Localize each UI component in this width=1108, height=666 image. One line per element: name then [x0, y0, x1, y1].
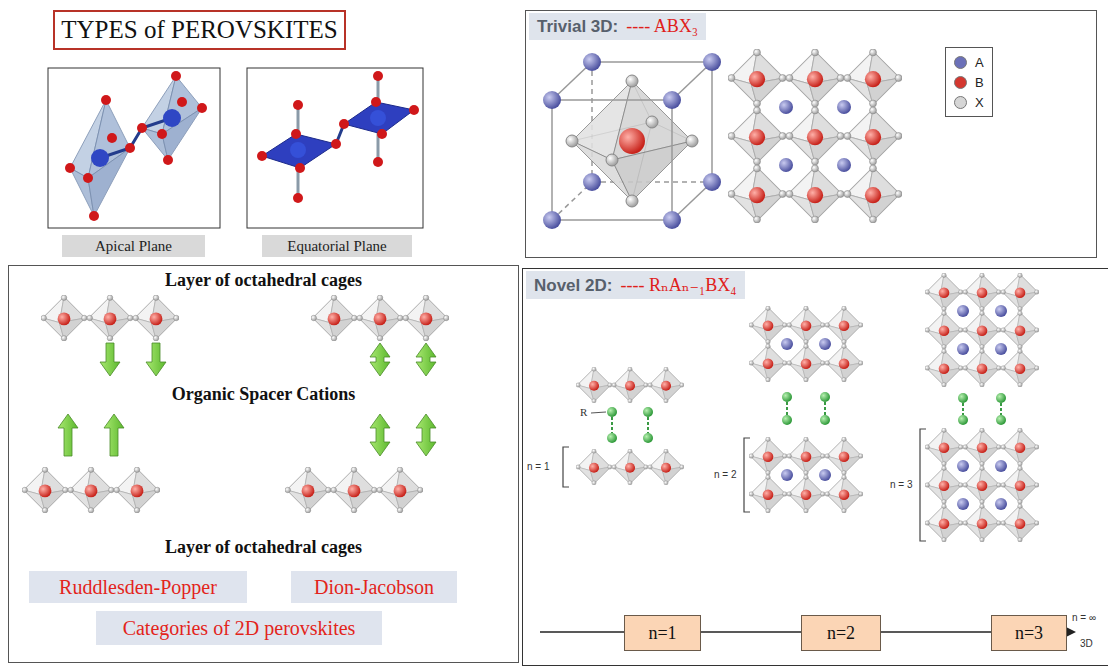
legend-row: B	[954, 72, 984, 92]
box-text: Equatorial Plane	[287, 238, 387, 255]
panel-2d: Novel 2D: ---- RₙAₙ₋₁BX₄ n=1 n=2 n=3	[522, 268, 1108, 666]
layer-caption: Layer of octahedral cages	[9, 270, 518, 291]
box-text: n=2	[827, 623, 855, 644]
legend-swatch	[954, 56, 967, 69]
category-box: Categories of 2D perovskites	[96, 611, 382, 645]
heading-text: Trivial 3D:	[537, 17, 618, 36]
spacer-label: R	[580, 406, 587, 418]
legend-text: X	[975, 95, 984, 110]
legend-row: A	[954, 52, 984, 72]
box-text: n=1	[648, 623, 676, 644]
heading-text: Novel 2D:	[534, 276, 612, 295]
legend-text: B	[975, 75, 984, 90]
legend-row: X	[954, 92, 984, 112]
box-text: Ruddlesden-Popper	[59, 576, 217, 599]
title-box: TYPES of PEROVSKITES	[53, 10, 346, 50]
layer-caption: Layer of octahedral cages	[9, 537, 518, 558]
box-text: Dion-Jacobson	[314, 576, 434, 599]
heading-formula: ---- ABX₃	[626, 16, 698, 36]
panel-heading: Trivial 3D: ---- ABX₃	[529, 13, 706, 40]
layer-count: n = 2	[714, 469, 737, 480]
legend-box: ABX	[945, 47, 993, 117]
box-text: Apical Plane	[95, 238, 172, 255]
category-box: Dion-Jacobson	[291, 571, 457, 603]
heading-formula: ---- RₙAₙ₋₁BX₄	[620, 275, 736, 295]
layer-count: n = 3	[890, 479, 913, 490]
legend-swatch	[954, 96, 967, 109]
n-box: n=1	[624, 615, 701, 651]
box-text: Categories of 2D perovskites	[123, 617, 356, 640]
category-box: Ruddlesden-Popper	[29, 571, 247, 603]
n-box: n=3	[991, 615, 1067, 651]
plane-tag: Equatorial Plane	[262, 235, 412, 257]
panel-categories: Layer of octahedral cagesOrganic Spacer …	[8, 265, 519, 663]
plane-tag: Apical Plane	[62, 235, 205, 257]
panel-3d: Trivial 3D: ---- ABX₃	[525, 10, 1097, 258]
axis-label: n = ∞	[1072, 612, 1096, 623]
layer-caption: Organic Spacer Cations	[9, 384, 518, 405]
title-text: TYPES of PEROVSKITES	[61, 16, 337, 44]
axis-label: 3D	[1080, 638, 1093, 649]
legend-swatch	[954, 76, 967, 89]
box-text: n=3	[1015, 623, 1043, 644]
layer-count: n = 1	[527, 461, 550, 472]
panel-heading: Novel 2D: ---- RₙAₙ₋₁BX₄	[526, 271, 745, 299]
n-box: n=2	[801, 615, 881, 651]
legend-text: A	[975, 55, 984, 70]
